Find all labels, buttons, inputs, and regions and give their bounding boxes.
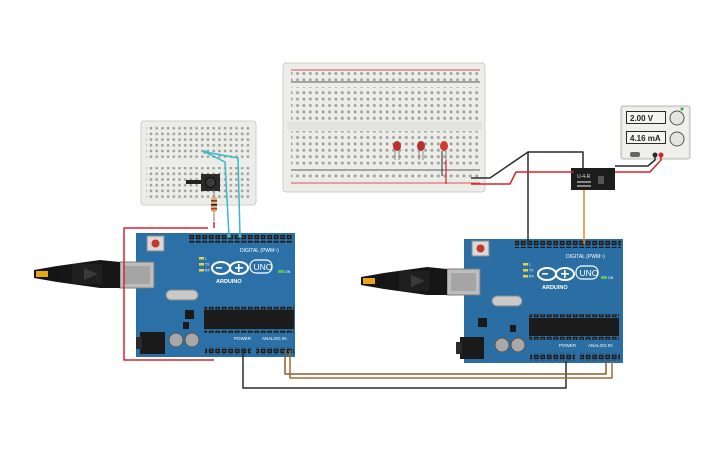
power-label: POWER [234, 336, 252, 341]
l-label: L [205, 257, 207, 261]
model-label: UNO [580, 268, 599, 278]
arduino-logo [211, 261, 249, 275]
brand-label: ARDUINO [542, 285, 568, 291]
atmega-chip [204, 306, 294, 333]
usb-cable-icon [34, 260, 120, 288]
voltage-knob[interactable] [669, 110, 685, 126]
digital-header[interactable] [515, 240, 621, 248]
wire-black-supply[interactable] [615, 155, 656, 167]
rx-label: RX [529, 275, 535, 279]
model-label: UNO [254, 262, 273, 272]
arduino-uno-2[interactable]: UNO ARDUINO DIGITAL (PWM~) POWER ANALOG … [361, 239, 623, 363]
relay[interactable]: U-4-R [571, 168, 615, 190]
wires[interactable] [123, 150, 662, 389]
digital-label: DIGITAL (PWM~) [566, 254, 605, 260]
current-knob[interactable] [669, 131, 685, 147]
arduino-logo [537, 267, 575, 281]
on-label: ON [285, 270, 291, 274]
atmega-chip [529, 314, 619, 340]
analog-label: ANALOG IN [262, 336, 287, 341]
dc-barrel-jack-icon [136, 332, 165, 354]
analog-label: ANALOG IN [588, 343, 613, 348]
tx-label: TX [205, 263, 210, 267]
wire-red-5v[interactable] [123, 227, 214, 361]
wire-red-supply[interactable] [471, 171, 574, 185]
analog-header[interactable] [580, 353, 620, 361]
led-1[interactable] [393, 141, 401, 160]
digital-label: DIGITAL (PWM~) [240, 248, 279, 254]
wire-cyan-2[interactable] [204, 151, 241, 237]
analog-header[interactable] [256, 347, 294, 355]
l-label: L [529, 263, 531, 267]
digital-header[interactable] [188, 235, 293, 243]
reset-button-icon[interactable] [471, 240, 490, 257]
wire-brown-sda[interactable] [284, 350, 607, 375]
wire-cyan-1[interactable] [204, 151, 230, 237]
voltage-readout: 2.00 V [626, 111, 666, 124]
arduino-uno-1[interactable]: UNO ARDUINO DIGITAL (PWM~) POWER ANALOG … [34, 233, 295, 357]
usb-connector [446, 268, 481, 296]
usb-connector [119, 261, 155, 289]
wire-black-relay[interactable] [471, 151, 584, 179]
tx-label: TX [529, 269, 534, 273]
pushbutton-icon[interactable] [186, 174, 220, 191]
usb-cable-icon [361, 267, 447, 295]
wire-brown-scl[interactable] [289, 350, 613, 379]
led-2[interactable] [417, 141, 425, 160]
current-readout: 4.16 mA [626, 131, 666, 144]
relay-label: U-4-R [577, 174, 591, 180]
on-label: ON [608, 276, 614, 280]
resistor-icon [211, 190, 217, 221]
brand-label: ARDUINO [216, 279, 242, 285]
breadboard-small[interactable] [140, 120, 257, 206]
breadboard-large[interactable] [282, 62, 486, 193]
power-label: POWER [559, 343, 577, 348]
led-3[interactable] [440, 141, 448, 176]
dc-barrel-jack-icon [456, 337, 484, 359]
reset-button-icon[interactable] [146, 235, 165, 252]
power-header[interactable] [205, 347, 251, 355]
rx-label: RX [205, 269, 211, 273]
power-header[interactable] [530, 353, 575, 361]
